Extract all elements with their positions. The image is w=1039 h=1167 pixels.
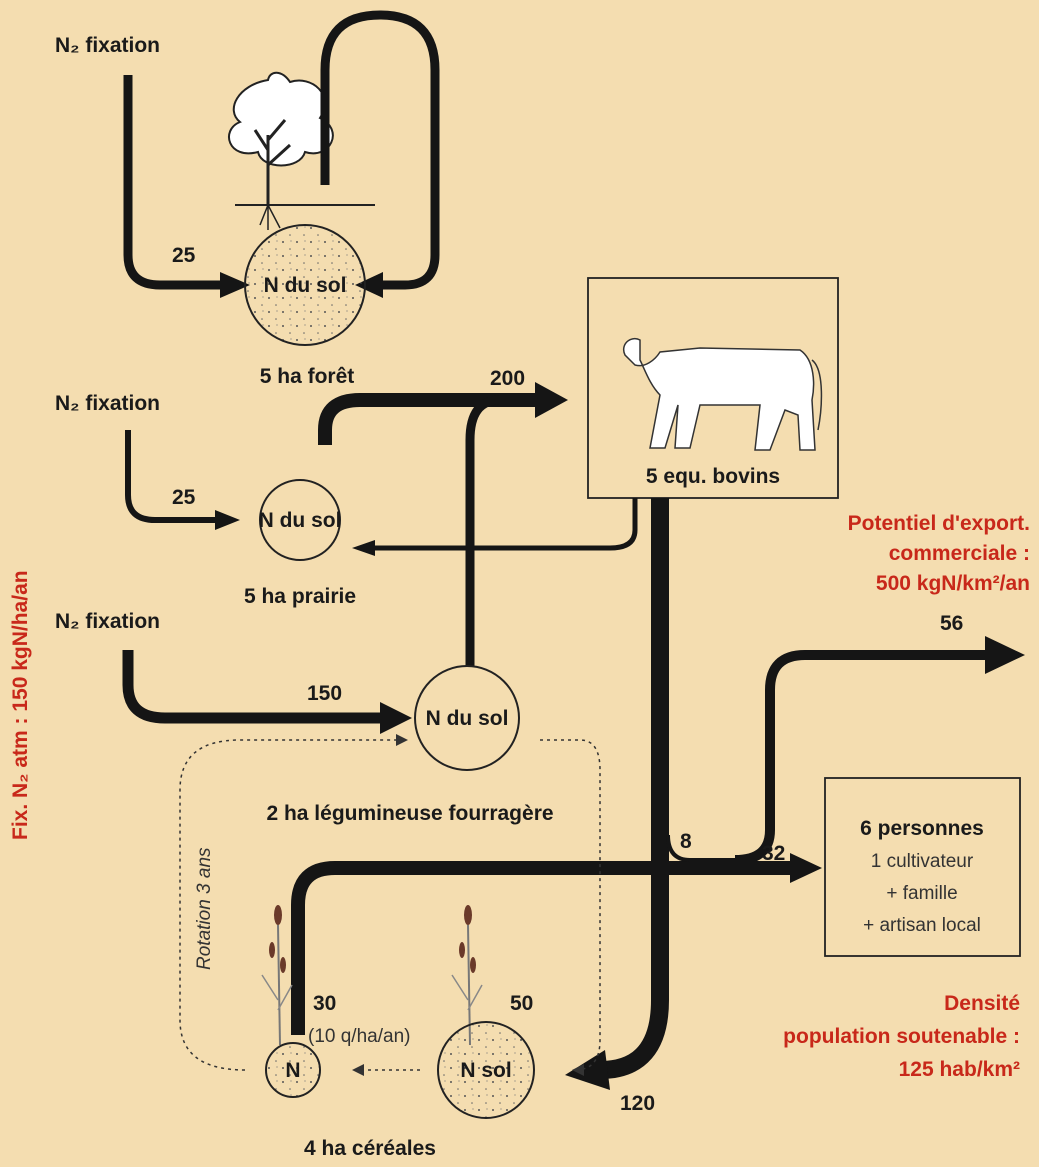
export-flow [734,650,990,865]
cow-icon [623,338,823,451]
cattle-to-people-small-flow [666,834,740,862]
cereal-soil-right-label: N sol [460,1059,511,1082]
cereal-yield-right: 50 [510,992,533,1015]
people-line3: + artisan local [863,915,981,936]
forest-fixation-arrowhead [220,272,250,298]
cereals-section: 30 (10 q/ha/an) 50 N N sol 4 ha céréales [261,905,535,1160]
cattle-label: 5 equ. bovins [646,465,780,488]
legume-section: N₂ fixation 150 N du sol 2 ha légumineus… [55,395,554,825]
meadow-to-cattle-flow [318,393,540,445]
rotation-section: Rotation 3 ans [179,734,601,1076]
tree-icon [228,71,375,230]
meadow-soil-circle [259,479,341,561]
legume-area-label: 2 ha légumineuse fourragère [266,802,553,825]
people-flow-value: 32 [762,842,785,865]
cattle-box [587,277,839,499]
people-box [824,777,1021,957]
export-value: 56 [940,612,963,635]
meadow-fixation-label: N₂ fixation [55,392,160,415]
cereal-soil-left-label: N [285,1059,300,1082]
people-section: 6 personnes 1 cultivateur + famille + ar… [783,777,1021,1081]
forest-flow-value: 25 [172,244,196,267]
meadow-fixation-arrowhead [215,510,240,530]
meadow-to-cattle-value: 200 [490,367,525,390]
cereal-yield-note: (10 q/ha/an) [308,1026,410,1047]
meadow-flow-value: 25 [172,486,196,509]
rotation-loop-right [540,739,601,1076]
side-label: Fix. N₂ atm : 150 kgN/ha/an [9,570,32,840]
people-arrowhead [790,853,822,883]
forest-soil-label: N du sol [264,274,347,297]
forest-section: N₂ fixation 25 N du sol 5 ha forêt [55,10,440,388]
cattle-to-meadow-arrowhead [352,540,375,556]
meadow-section: N₂ fixation 25 N du sol 5 ha prairie 200 [55,367,568,608]
export-text-line2: commerciale : [889,542,1030,565]
legume-soil-label: N du sol [426,707,509,730]
meadow-fixation-flow [125,430,220,523]
export-section: Potentiel d'export. commerciale : 500 kg… [734,512,1030,865]
legume-soil-circle [414,665,520,771]
cattle-manure-arrowhead [565,1050,610,1090]
density-text-line3: 125 hab/km² [899,1058,1020,1081]
cattle-to-meadow-flow [370,498,638,551]
density-text-line1: Densité [944,992,1020,1015]
meadow-area-label: 5 ha prairie [244,585,356,608]
legume-fixation-arrowhead [380,702,412,734]
export-arrowhead [985,636,1025,674]
forest-recycling-arrowhead [355,272,383,298]
forest-fixation-flow [123,75,225,290]
forest-fixation-label: N₂ fixation [55,34,160,57]
wheat-icon-left [261,905,293,1046]
export-text-line1: Potentiel d'export. [848,512,1030,535]
people-title: 6 personnes [860,817,984,840]
cattle-to-people-value: 8 [680,830,692,853]
legume-fixation-label: N₂ fixation [55,610,160,633]
people-line2: + famille [886,883,957,904]
wheat-icon-right [451,905,483,1046]
cereals-area-label: 4 ha céréales [304,1137,436,1160]
people-line1: 1 cultivateur [871,851,974,872]
cereal-to-people-section: 8 32 [291,830,822,1035]
rotation-loop-left [179,734,408,1071]
cattle-manure-flow [599,498,669,1079]
forest-recycling-flow [320,10,440,290]
export-text-line3: 500 kgN/km²/an [876,572,1030,595]
density-text-line2: population soutenable : [783,1025,1020,1048]
cereal-soil-right-circle [437,1021,535,1119]
legume-to-cattle-flow [465,395,501,668]
meadow-soil-label: N du sol [259,509,342,532]
legume-fixation-flow [122,650,385,724]
cereal-soil-left-circle [265,1042,321,1098]
forest-soil-circle [244,224,366,346]
rotation-label: Rotation 3 ans [194,847,215,970]
cattle-section: 5 equ. bovins 120 [352,277,839,1115]
cattle-manure-value: 120 [620,1092,655,1115]
cereal-to-people-flow [291,861,790,1035]
meadow-to-cattle-arrowhead [535,382,568,418]
legume-flow-value: 150 [307,682,342,705]
cereal-yield-left: 30 [313,992,336,1015]
forest-area-label: 5 ha forêt [260,365,355,388]
